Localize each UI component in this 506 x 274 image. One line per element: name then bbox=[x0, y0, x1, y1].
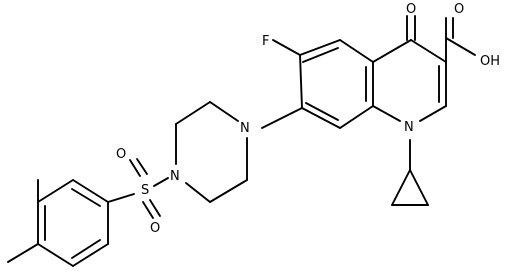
oxo-oxygen-label: O bbox=[406, 2, 416, 17]
bond bbox=[129, 159, 141, 177]
bond bbox=[72, 179, 109, 203]
sulfonyl-oxygen-bottom-label: O bbox=[150, 221, 160, 236]
bond bbox=[372, 105, 401, 122]
bond bbox=[445, 37, 476, 56]
ring-nitrogen-label: N bbox=[404, 120, 414, 135]
bond bbox=[142, 201, 154, 219]
bond bbox=[272, 39, 301, 56]
bond bbox=[185, 182, 211, 203]
bond bbox=[419, 105, 447, 122]
bond bbox=[71, 239, 101, 259]
bond bbox=[71, 188, 101, 207]
fluorine-label: F bbox=[262, 34, 269, 49]
bond bbox=[372, 39, 412, 63]
bond bbox=[149, 199, 161, 217]
bond bbox=[305, 102, 339, 121]
sulfonyl-oxygen-top-label: O bbox=[116, 147, 126, 162]
bond bbox=[339, 39, 374, 63]
bond bbox=[299, 54, 303, 109]
bond bbox=[409, 169, 429, 206]
bond bbox=[136, 158, 148, 175]
piperazine-n-aryl-label: N bbox=[240, 121, 250, 136]
hydroxyl-label: OH bbox=[480, 54, 500, 69]
piperazine-n-sulfonyl-label: N bbox=[170, 169, 180, 184]
bond bbox=[209, 179, 248, 203]
bond bbox=[302, 47, 339, 63]
bond bbox=[175, 101, 211, 125]
sulfur-label: S bbox=[141, 183, 149, 198]
bond bbox=[107, 193, 135, 203]
bond bbox=[261, 107, 303, 129]
bond bbox=[37, 179, 74, 203]
bond bbox=[209, 101, 239, 122]
atom-labels: O O OH F N N N S O O bbox=[116, 2, 500, 236]
bond bbox=[153, 177, 169, 187]
bond bbox=[410, 39, 447, 63]
acid-carbonyl-oxygen-label: O bbox=[454, 2, 464, 17]
bond bbox=[72, 243, 109, 267]
bond bbox=[7, 243, 39, 263]
bond bbox=[37, 243, 74, 267]
bonds bbox=[7, 15, 476, 267]
bond bbox=[299, 39, 341, 56]
bond bbox=[339, 105, 374, 129]
bond bbox=[391, 169, 411, 206]
bond bbox=[301, 107, 341, 129]
